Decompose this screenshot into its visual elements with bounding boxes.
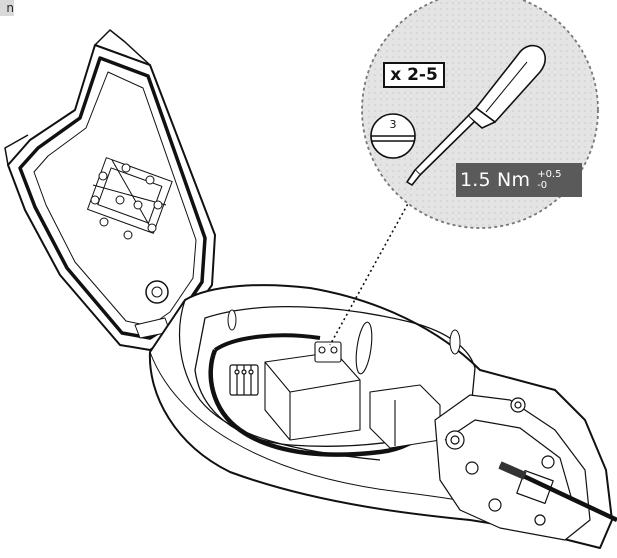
torque-tolerance-minus: -0 bbox=[537, 180, 548, 191]
screwdriver-size-label: 3 bbox=[389, 118, 397, 131]
torque-value: 1.5 Nm bbox=[460, 169, 531, 191]
charger-base bbox=[148, 284, 617, 549]
open-lid bbox=[4, 29, 216, 351]
torque-tolerance-plus: +0.5 bbox=[537, 169, 562, 180]
torque-tolerance: +0.5 -0 bbox=[537, 169, 561, 191]
quantity-label: x 2-5 bbox=[383, 62, 445, 88]
torque-spec-badge: 1.5 Nm +0.5 -0 bbox=[456, 163, 582, 197]
slotted-screw-head-icon bbox=[370, 113, 416, 159]
flat-screwdriver-icon bbox=[406, 44, 547, 186]
corner-label: n bbox=[0, 0, 14, 16]
